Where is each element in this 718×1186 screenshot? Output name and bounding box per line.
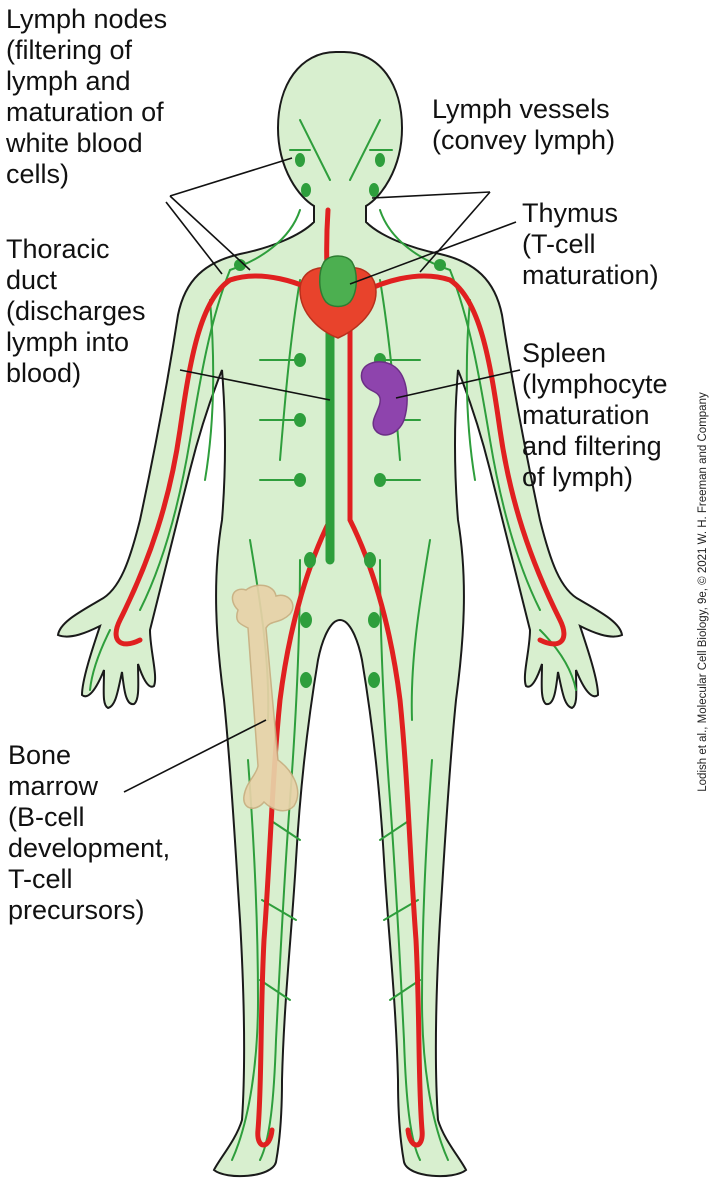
copyright-credit: Lodish et al., Molecular Cell Biology, 9… [697, 392, 709, 791]
label-thoracic-duct: Thoracic duct (discharges lymph into blo… [6, 234, 146, 389]
thymus [320, 256, 357, 307]
label-lymph-nodes: Lymph nodes (filtering of lymph and matu… [6, 4, 167, 190]
label-bone-marrow: Bone marrow (B-cell development, T-cell … [8, 740, 170, 926]
label-lymph-vessels: Lymph vessels (convey lymph) [432, 94, 615, 156]
label-thymus: Thymus (T-cell maturation) [522, 198, 659, 291]
label-spleen: Spleen (lymphocyte maturation and filter… [522, 338, 668, 493]
